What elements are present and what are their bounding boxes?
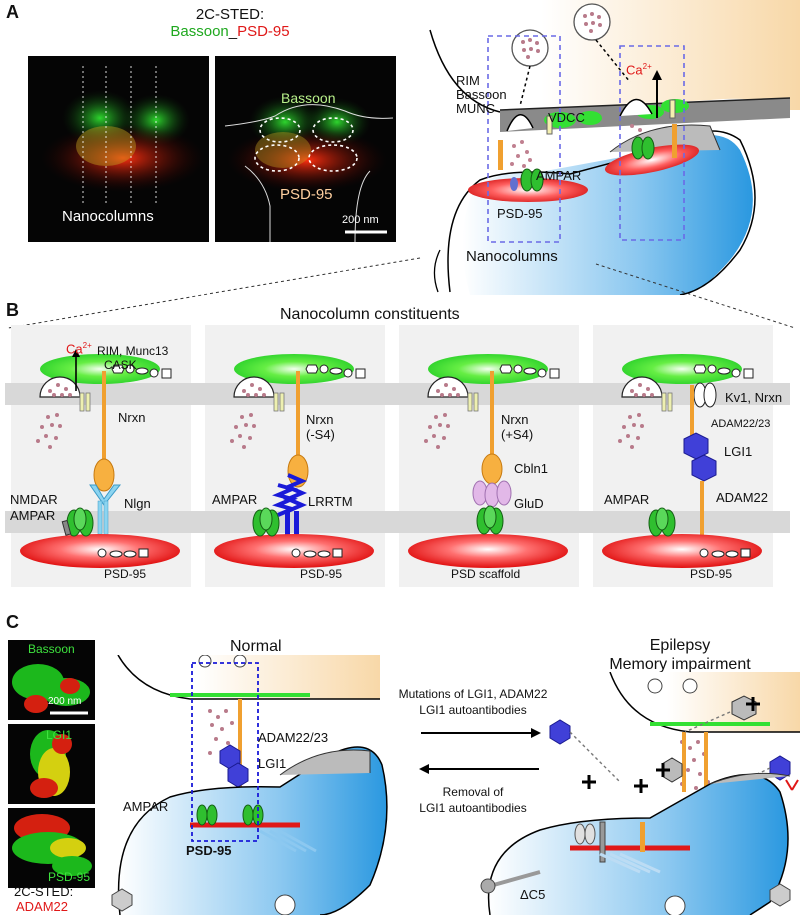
delta-c5-label: ΔC5 — [520, 887, 546, 902]
section-title-nanocolumn-constituents: Nanocolumn constituents — [280, 306, 460, 323]
schematic-munc: MUNC — [456, 101, 495, 116]
epilepsy-synapse — [480, 672, 800, 915]
box1-psd: PSD-95 — [104, 567, 147, 581]
disease-title-memory: Memory impairment — [609, 656, 751, 673]
schematic-ca-sup: 2+ — [642, 62, 652, 71]
sted-thumb-lgi1: LGI1 — [8, 724, 95, 804]
box1-nlgn: Nlgn — [124, 496, 151, 511]
normal-psd95: PSD-95 — [186, 843, 232, 858]
box3-nrxn: Nrxn — [501, 412, 529, 427]
box4-lgi1: LGI1 — [724, 444, 753, 459]
synapse-schematic-a — [429, 0, 800, 295]
sted-thumb-bassoon-art — [12, 664, 90, 715]
transition-arrows — [419, 728, 541, 774]
box3-variant: (+S4) — [501, 427, 534, 442]
sted-title: 2C-STED: Bassoon_PSD-95 — [130, 6, 330, 40]
disease-title-epilepsy: Epilepsy — [649, 637, 711, 654]
bassoon-image-label: Bassoon — [281, 90, 336, 106]
constituent-panels — [5, 325, 790, 587]
sted-image-annotated-art — [224, 96, 394, 242]
schematic-vdcc: VDCC — [548, 110, 585, 125]
sted-thumb-psd95: PSD-95 — [8, 808, 95, 888]
sted-title-line2: Bassoon_PSD-95 — [130, 23, 330, 40]
schematic-psd: PSD-95 — [497, 206, 543, 221]
thumb-psd95-label: PSD-95 — [48, 870, 91, 884]
box1-ampar: AMPAR — [10, 508, 56, 523]
box1-ca-sup: 2+ — [82, 341, 92, 350]
arrow-forward-caption: Mutations of LGI1, ADAM22 LGI1 autoantib… — [383, 686, 563, 718]
scale-bar-label: 200 nm — [342, 214, 379, 226]
schematic-ca-text: Ca — [626, 62, 643, 78]
schematic-rim: RIM — [456, 73, 480, 88]
panel-b-letter: B — [6, 300, 19, 320]
normal-ampar: AMPAR — [123, 799, 169, 814]
sted-title-line1: 2C-STED: — [195, 6, 265, 23]
panel-c-letter: C — [6, 612, 19, 632]
schematic-ca: Ca2+ — [626, 62, 652, 77]
box2-psd: PSD-95 — [300, 567, 343, 581]
thumb-scale-label: 200 nm — [48, 696, 82, 707]
sted-title-psd: PSD-95 — [237, 23, 290, 40]
box1-ca: Ca2+ — [66, 341, 92, 356]
thumb-bassoon-label: Bassoon — [28, 642, 75, 656]
sted-thumb-lgi1-art — [30, 730, 72, 798]
arrow-backward-caption: Removal of LGI1 autoantibodies — [383, 784, 563, 816]
arrow-forward-line1: Mutations of LGI1, ADAM22 — [398, 687, 548, 701]
schematic-ampar: AMPAR — [536, 168, 582, 183]
box1-cask: CASK — [104, 358, 137, 372]
zoom-lines — [7, 257, 796, 329]
box2-variant: (-S4) — [306, 427, 335, 442]
psd95-image-label: PSD-95 — [280, 186, 333, 203]
box3-psd: PSD scaffold — [451, 567, 521, 581]
box1-nmdar: NMDAR — [10, 492, 58, 507]
panel-a-letter: A — [6, 2, 19, 22]
arrow-backward-line2: LGI1 autoantibodies — [419, 801, 527, 815]
sted-image-nanocolumns-art — [41, 66, 205, 206]
sted-title-bassoon: Bassoon — [170, 23, 229, 40]
sted-thumb-bassoon: Bassoon 200 nm — [8, 640, 95, 720]
box1-rim: RIM, Munc13 — [97, 344, 169, 358]
sted-image-annotated: Bassoon PSD-95 200 nm — [215, 56, 396, 242]
box4-ampar: AMPAR — [604, 492, 650, 507]
schematic-bassoon: Bassoon — [456, 87, 507, 102]
normal-adam2223: ADAM22/23 — [258, 730, 329, 745]
schematic-rim-label: RIM Bassoon MUNC — [456, 74, 507, 116]
box4-adam2223: ADAM22/23 — [711, 418, 771, 430]
thumb-lgi1-label: LGI1 — [46, 728, 73, 742]
normal-title: Normal — [230, 638, 282, 655]
sted-thumb-psd95-art — [12, 814, 92, 876]
thumb-caption-1: 2C-STED: — [14, 884, 74, 899]
box2-ampar: AMPAR — [212, 492, 258, 507]
disease-title: Epilepsy Memory impairment — [560, 636, 800, 674]
thumb-caption-2: ADAM22 — [16, 899, 69, 914]
box3-glud: GluD — [514, 496, 544, 511]
normal-lgi1: LGI1 — [258, 756, 287, 771]
box4-psd: PSD-95 — [690, 567, 733, 581]
box3-cbln: Cbln1 — [514, 461, 548, 476]
box4-kv: Kv1, Nrxn — [725, 390, 783, 405]
box2-nrxn: Nrxn — [306, 412, 334, 427]
box1-ca-text: Ca — [66, 341, 83, 357]
sted-title-sep: _ — [228, 23, 238, 40]
box1-nrxn: Nrxn — [118, 410, 146, 425]
arrow-backward-line1: Removal of — [442, 785, 504, 799]
box2-lrrtm: LRRTM — [308, 494, 353, 509]
box4-adam22: ADAM22 — [716, 490, 769, 505]
normal-synapse — [111, 655, 388, 915]
sted-image-nanocolumns: Nanocolumns — [28, 56, 209, 242]
schematic-nanocolumns: Nanocolumns — [466, 248, 558, 265]
arrow-forward-line2: LGI1 autoantibodies — [419, 703, 527, 717]
nanocolumns-image-label: Nanocolumns — [62, 208, 154, 225]
